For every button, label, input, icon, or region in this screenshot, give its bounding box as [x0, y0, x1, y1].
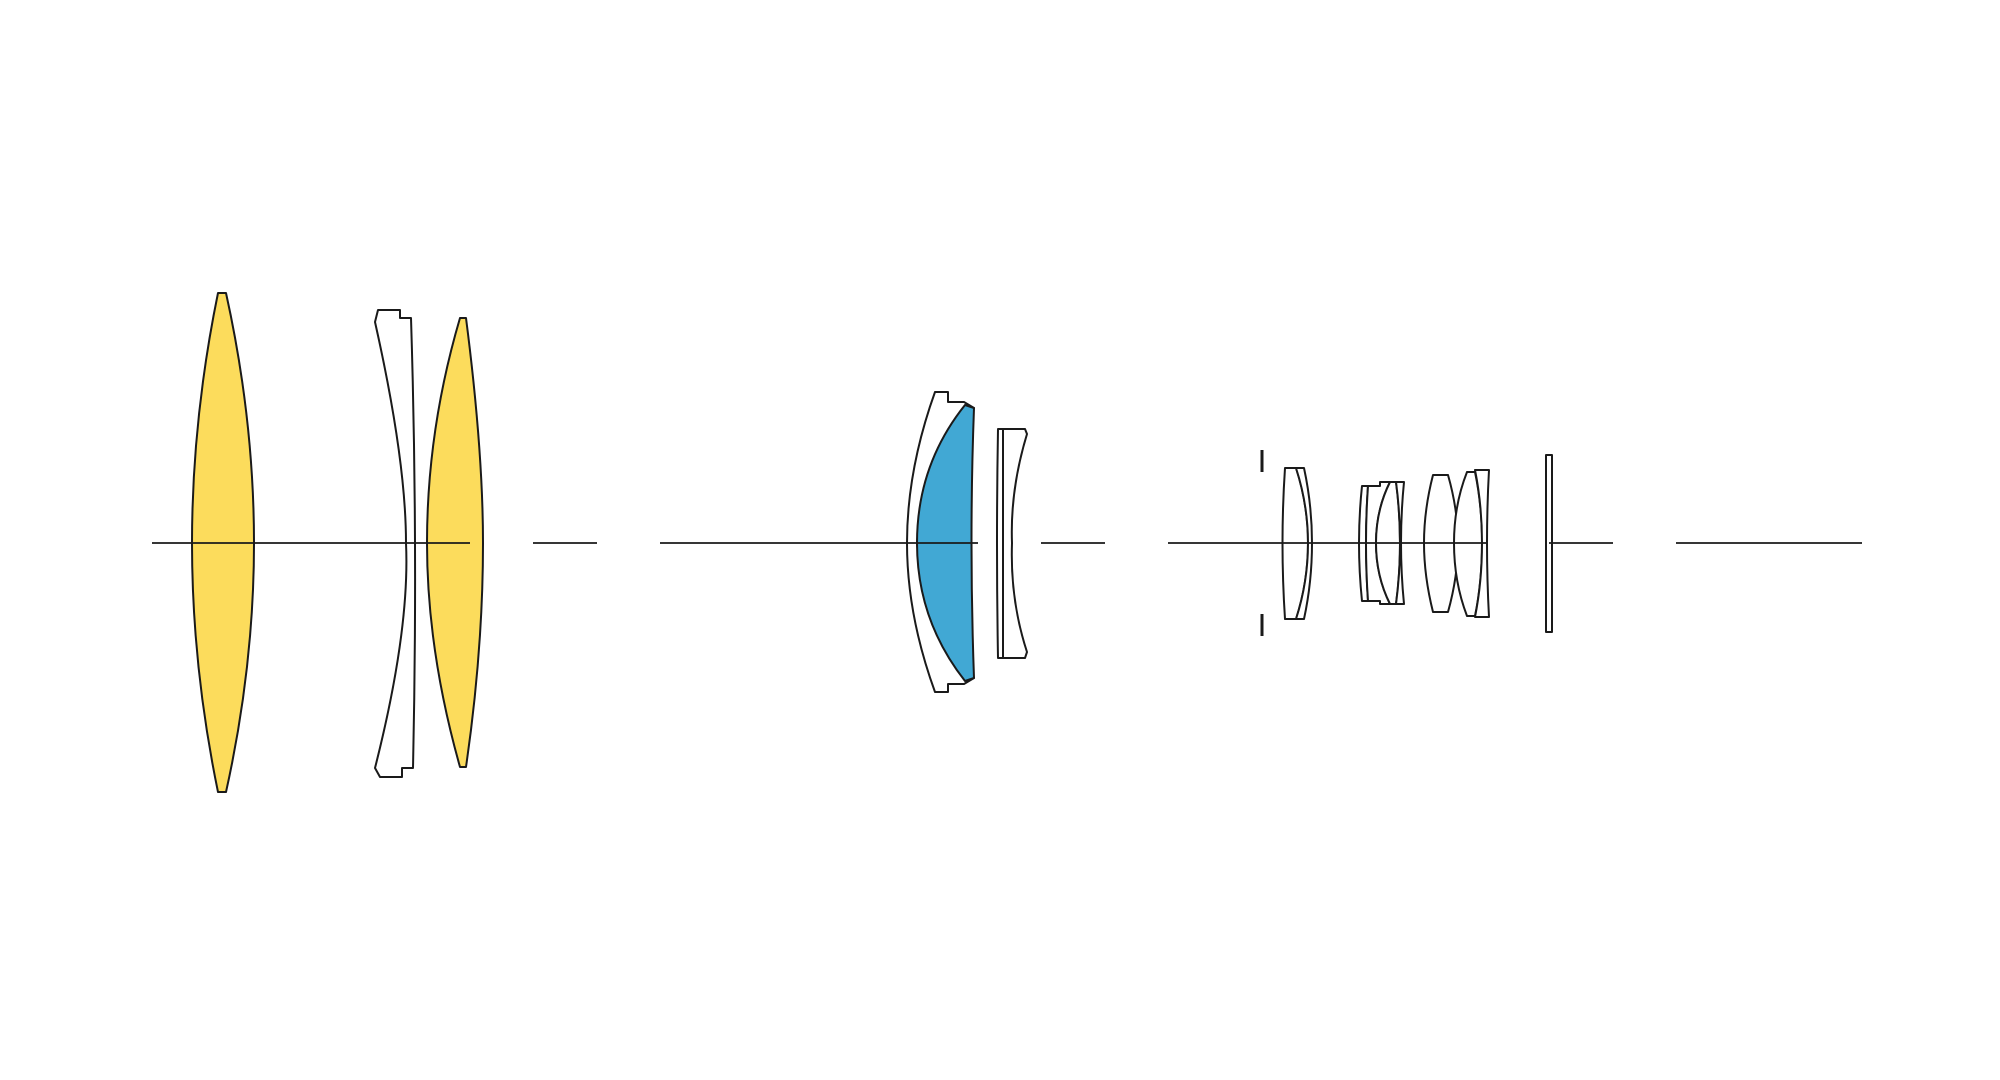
- middle-element-3-meniscus: [996, 428, 1028, 659]
- front-element-2-meniscus: [374, 309, 417, 778]
- rear-element-2: [1295, 467, 1313, 620]
- middle-lens-group: [906, 391, 1028, 693]
